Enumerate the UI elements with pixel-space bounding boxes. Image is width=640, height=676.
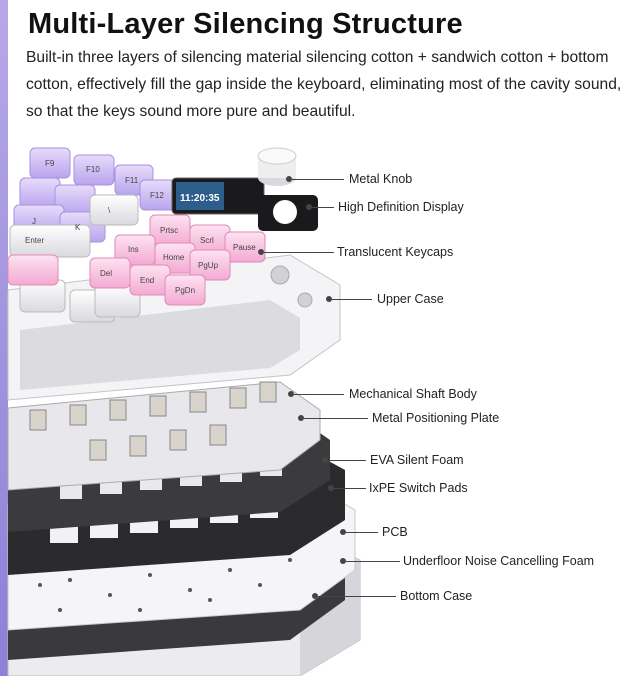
display-time: 11:20:35: [180, 193, 220, 204]
keycap-prtsc: Prtsc: [160, 226, 178, 235]
pointer-dot: [288, 391, 294, 397]
pointer-dot: [306, 204, 312, 210]
keycap-ins: Ins: [128, 245, 139, 254]
leader-line: [294, 394, 344, 395]
leader-line: [328, 460, 366, 461]
keyboard-exploded-view: F9 F10 F11 F12 Prtsc Scrl Pause Ins Home…: [7, 147, 361, 676]
pointer-dot: [328, 485, 334, 491]
keycap-f11: F11: [125, 176, 139, 185]
pointer-dot: [258, 249, 264, 255]
leader-line: [346, 561, 400, 562]
pointer-dot: [322, 457, 328, 463]
leader-line: [318, 596, 396, 597]
pointer-dot: [312, 593, 318, 599]
left-accent-strip: [0, 0, 8, 676]
label-translucent-keycaps: Translucent Keycaps: [337, 245, 454, 259]
label-display: High Definition Display: [338, 200, 464, 214]
keycap-j: J: [32, 217, 36, 226]
label-metal-knob: Metal Knob: [349, 172, 413, 186]
keycap-f10: F10: [86, 165, 100, 174]
keycap-backslash: \: [108, 206, 111, 215]
keycap-enter: Enter: [25, 236, 44, 245]
keycap-f9: F9: [45, 159, 55, 168]
leader-line: [304, 418, 368, 419]
label-upper-case: Upper Case: [377, 292, 444, 306]
label-metal-plate: Metal Positioning Plate: [372, 411, 500, 425]
keycap-scrl: Scrl: [200, 236, 214, 245]
keycap-k: K: [75, 223, 81, 232]
pointer-dot: [340, 529, 346, 535]
label-eva-foam: EVA Silent Foam: [370, 453, 464, 467]
pointer-dot: [326, 296, 332, 302]
leader-line: [312, 207, 334, 208]
keycap-home: Home: [163, 253, 185, 262]
label-bottom-case: Bottom Case: [400, 589, 473, 603]
keycap-f12: F12: [150, 191, 164, 200]
keycap-cluster: F9 F10 F11 F12 Prtsc Scrl Pause Ins Home…: [7, 147, 266, 323]
pointer-dot: [298, 415, 304, 421]
label-ixpe-pads: IxPE Switch Pads: [369, 481, 468, 495]
leader-line: [346, 532, 378, 533]
leader-line: [332, 299, 372, 300]
label-underfloor-foam: Underfloor Noise Cancelling Foam: [403, 554, 595, 568]
page-title: Multi-Layer Silencing Structure: [28, 8, 463, 40]
label-mechanical-shaft: Mechanical Shaft Body: [349, 387, 477, 401]
keycap-del: Del: [100, 269, 112, 278]
mechanical-switches: [29, 381, 277, 461]
leader-line: [292, 179, 344, 180]
description-text: Built-in three layers of silencing mater…: [26, 49, 622, 120]
metal-knob: [257, 147, 297, 186]
keycap-end: End: [140, 276, 154, 285]
pointer-dot: [286, 176, 292, 182]
keycap-pgdn: PgDn: [175, 286, 195, 295]
leader-line: [264, 252, 334, 253]
label-pcb: PCB: [382, 525, 408, 539]
leader-line: [334, 488, 366, 489]
keycap-pgup: PgUp: [198, 261, 219, 270]
keycap-pause: Pause: [233, 243, 256, 252]
display-module: 11:20:35: [171, 177, 318, 231]
pointer-dot: [340, 558, 346, 564]
